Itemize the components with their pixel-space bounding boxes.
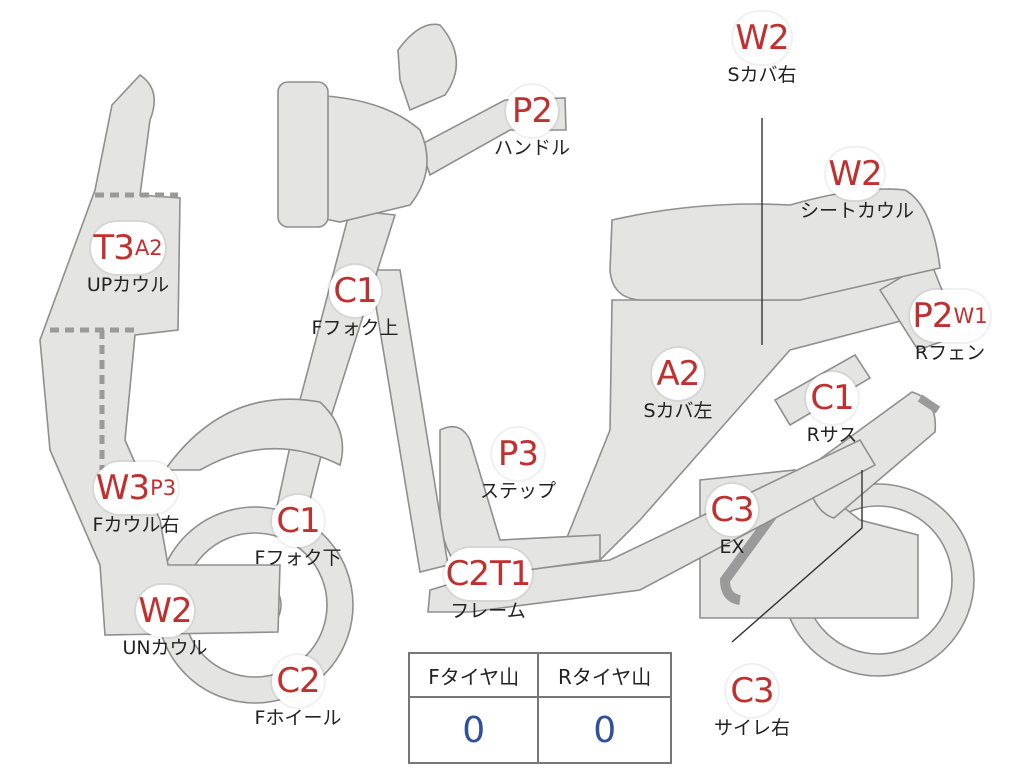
damage-code: C2 bbox=[445, 554, 490, 594]
part-label: Sカバ右 bbox=[727, 64, 797, 86]
damage-code: W2 bbox=[735, 18, 789, 58]
tire-tread-table: Fタイヤ山 Rタイヤ山 0 0 bbox=[407, 652, 672, 764]
rear-tire-tread-value[interactable]: 0 bbox=[537, 696, 672, 764]
part-label: UNカウル bbox=[122, 637, 208, 659]
damage-code: W2 bbox=[828, 154, 882, 194]
damage-code: T1 bbox=[489, 554, 531, 594]
headlight bbox=[277, 81, 329, 228]
part-label: ステップ bbox=[479, 480, 556, 502]
part-label: サイレ右 bbox=[713, 717, 790, 739]
rear-tire-tread-header: Rタイヤ山 bbox=[537, 652, 672, 698]
callout-handle[interactable]: P2 ハンドル bbox=[477, 85, 587, 160]
callout-seat-cowl[interactable]: W2 シートカウル bbox=[800, 148, 915, 223]
damage-code: W2 bbox=[138, 591, 192, 631]
callout-rsus[interactable]: C1 Rサス bbox=[777, 372, 887, 447]
callout-scover-left[interactable]: A2 Sカバ左 bbox=[623, 348, 733, 423]
damage-code: C3 bbox=[730, 671, 774, 711]
damage-code: C3 bbox=[710, 490, 754, 530]
damage-code-bubble: W2 bbox=[733, 12, 791, 64]
exhaust-pipe bbox=[719, 502, 785, 605]
damage-code: A2 bbox=[134, 235, 163, 260]
part-label: ハンドル bbox=[493, 137, 570, 159]
part-label: Fホイール bbox=[254, 707, 342, 729]
callout-up-cowl[interactable]: T3 A2 UPカウル bbox=[73, 222, 183, 297]
damage-code: P3 bbox=[150, 475, 177, 500]
damage-code: C1 bbox=[333, 271, 377, 311]
damage-code: A2 bbox=[656, 354, 701, 394]
front-fork bbox=[271, 209, 397, 542]
callout-step[interactable]: P3 ステップ bbox=[463, 428, 573, 503]
damage-code: P2 bbox=[511, 91, 553, 131]
callout-un-cowl[interactable]: W2 UNカウル bbox=[110, 585, 220, 660]
damage-code: C1 bbox=[810, 378, 854, 418]
damage-code-bubble: P3 bbox=[492, 428, 544, 480]
front-tire-tread-header: Fタイヤ山 bbox=[407, 652, 540, 698]
damage-code-bubble: W3 P3 bbox=[93, 462, 179, 514]
part-label: Rサス bbox=[806, 424, 858, 446]
seat bbox=[609, 188, 941, 301]
damage-code-bubble: C2 T1 bbox=[443, 548, 533, 600]
part-label: Fカウル右 bbox=[92, 514, 180, 536]
part-label: フレーム bbox=[450, 600, 526, 622]
damage-code-bubble: C3 bbox=[726, 665, 778, 717]
damage-code: P3 bbox=[497, 434, 539, 474]
part-label: EX bbox=[719, 536, 745, 558]
leader-line bbox=[731, 470, 863, 643]
damage-code-bubble: P2 W1 bbox=[910, 290, 990, 342]
part-label: Sカバ左 bbox=[643, 400, 713, 422]
damage-code-bubble: C3 bbox=[706, 484, 758, 536]
part-label: Fフォク上 bbox=[311, 317, 399, 339]
front-tire-tread-value[interactable]: 0 bbox=[407, 696, 540, 764]
damage-code: W1 bbox=[953, 303, 988, 328]
damage-code-bubble: C1 bbox=[272, 495, 324, 547]
callout-rfender[interactable]: P2 W1 Rフェン bbox=[895, 290, 1005, 365]
callout-silencer-right[interactable]: C3 サイレ右 bbox=[697, 665, 807, 740]
callout-ffork-upper[interactable]: C1 Fフォク上 bbox=[300, 265, 410, 340]
part-label: Rフェン bbox=[914, 342, 986, 364]
part-label: Fフォク下 bbox=[254, 547, 342, 569]
callout-frame[interactable]: C2 T1 フレーム bbox=[433, 548, 543, 623]
callout-scover-right[interactable]: W2 Sカバ右 bbox=[707, 12, 817, 87]
callout-ex[interactable]: C3 EX bbox=[677, 484, 787, 559]
front-fender bbox=[163, 398, 344, 471]
callout-ffork-lower[interactable]: C1 Fフォク下 bbox=[243, 495, 353, 570]
callout-fcowl-right[interactable]: W3 P3 Fカウル右 bbox=[81, 462, 191, 537]
part-label: UPカウル bbox=[86, 274, 170, 296]
damage-code: C2 bbox=[276, 661, 320, 701]
damage-code: W3 bbox=[95, 468, 150, 508]
headlight-cowl bbox=[299, 94, 428, 223]
damage-code-bubble: T3 A2 bbox=[91, 222, 165, 274]
damage-code-bubble: C1 bbox=[329, 265, 381, 317]
damage-code-bubble: C1 bbox=[806, 372, 858, 424]
damage-code: P2 bbox=[912, 296, 953, 336]
damage-code-bubble: W2 bbox=[826, 148, 884, 200]
part-label: シートカウル bbox=[800, 200, 915, 222]
callout-fwheel[interactable]: C2 Fホイール bbox=[243, 655, 353, 730]
damage-code-bubble: P2 bbox=[506, 85, 558, 137]
damage-code-bubble: C2 bbox=[272, 655, 324, 707]
damage-code-bubble: W2 bbox=[136, 585, 194, 637]
mirror bbox=[397, 23, 458, 112]
damage-code-bubble: A2 bbox=[652, 348, 704, 400]
damage-code: C1 bbox=[276, 501, 320, 541]
damage-code: T3 bbox=[93, 228, 134, 268]
